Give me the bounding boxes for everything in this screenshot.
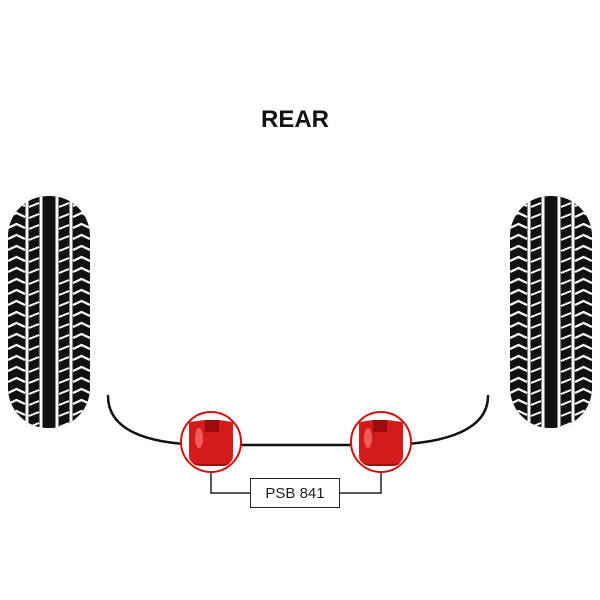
right-bush — [350, 411, 412, 473]
anti-roll-bar — [106, 394, 490, 447]
part-number-label: PSB 841 — [250, 478, 340, 508]
left-wheel — [8, 196, 90, 428]
callout-connector — [210, 472, 382, 494]
left-bush — [180, 411, 242, 473]
diagram-title: REAR — [260, 106, 329, 133]
right-wheel — [510, 196, 592, 428]
